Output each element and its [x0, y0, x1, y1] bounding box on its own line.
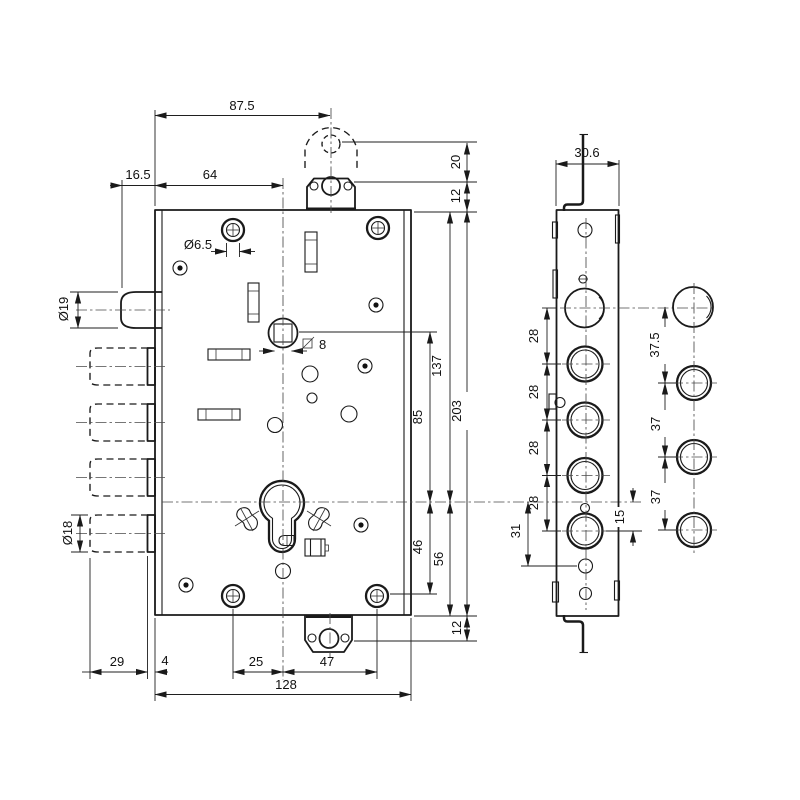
dim-bottom-tab: 12 — [449, 621, 464, 635]
dim-faceplate: 4 — [161, 653, 168, 668]
dim-cylinder-to-bottom: 56 — [431, 552, 446, 566]
dim-cylinder-to-bolt: 15 — [612, 510, 627, 524]
dim-bolt-throw: 29 — [110, 654, 124, 669]
dim-strike-spacing-2: 37 — [648, 417, 663, 431]
dim-case-width: 128 — [275, 677, 297, 692]
dim-case-height: 203 — [449, 400, 464, 422]
plain-holes — [266, 365, 358, 580]
dim-latch-protrusion: 16.5 — [125, 167, 150, 182]
dim-spacing-28-4: 28 — [526, 496, 541, 510]
side-view — [548, 133, 716, 654]
front-view — [76, 108, 641, 680]
dim-latch-dia: Ø19 — [56, 297, 71, 322]
edge-tabs — [548, 214, 621, 603]
dim-tab-to-case: 12 — [448, 189, 463, 203]
dim-fixing-hole-dia: Ø6.5 — [184, 237, 212, 252]
dim-center-to-screw: 47 — [320, 654, 334, 669]
slots — [197, 231, 318, 421]
dim-plate-width: 30.6 — [574, 145, 599, 160]
screw-holes-ringed — [220, 215, 391, 609]
dim-backset: 64 — [203, 167, 217, 182]
dim-bottom-hole-offset: 31 — [508, 524, 523, 538]
kidney-holes — [234, 507, 332, 532]
dimension-labels: 87.5 16.5 64 Ø6.5 8 Ø19 Ø18 20 12 203 13… — [56, 98, 663, 692]
deadbolts-dashed — [89, 347, 156, 553]
dim-follower-square: 8 — [319, 337, 326, 352]
dim-spacing-28-2: 28 — [526, 385, 541, 399]
dim-bolt-dia: Ø18 — [60, 521, 75, 546]
dim-spacing-28-3: 28 — [526, 441, 541, 455]
euro-cylinder-hole — [258, 479, 306, 554]
follower-stop — [304, 538, 329, 557]
dimensions: 87.5 16.5 64 Ø6.5 8 Ø19 Ø18 20 12 203 13… — [56, 98, 676, 701]
rivet-holes — [172, 260, 384, 593]
centerlines-side — [560, 218, 716, 610]
centerlines-front — [76, 108, 641, 680]
dim-top-tab-center: 87.5 — [229, 98, 254, 113]
dim-tab-travel: 20 — [448, 155, 463, 169]
side-holes — [564, 222, 605, 601]
strike-holes-view — [672, 283, 717, 556]
dim-spacing-28-1: 28 — [526, 329, 541, 343]
dim-screw-to-center: 25 — [249, 654, 263, 669]
dim-strike-spacing-3: 37 — [648, 490, 663, 504]
bottom-mounting-tab — [304, 615, 353, 653]
dim-spindle-to-cylinder: 85 — [410, 410, 425, 424]
top-mounting-tab-alternate-dashed — [304, 126, 358, 168]
square-symbol — [300, 336, 315, 351]
latch-bolt — [120, 291, 162, 329]
centerlines-strike — [672, 283, 717, 556]
dim-strike-spacing-1: 37.5 — [647, 332, 662, 357]
dim-cylinder-to-screws: 46 — [410, 540, 425, 554]
top-hook-tab — [562, 133, 588, 211]
dim-top-to-cylinder: 137 — [429, 355, 444, 377]
bottom-hook-tab — [562, 615, 588, 654]
